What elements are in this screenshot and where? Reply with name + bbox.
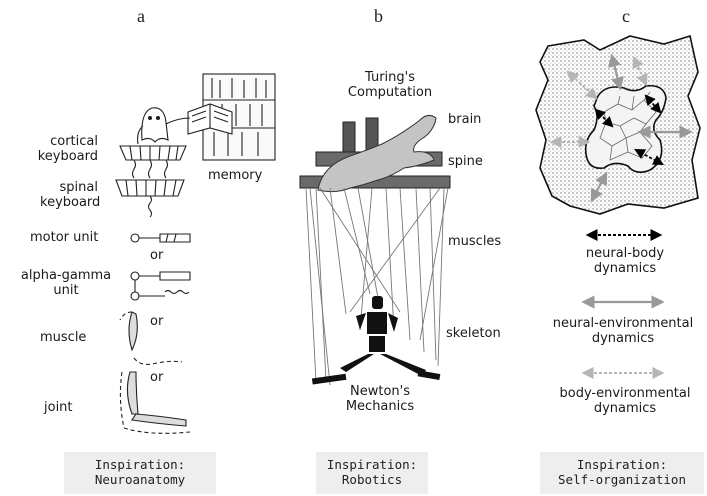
inspiration-box-a: Inspiration: Neuroanatomy [64,452,216,494]
homunculus-icon [138,108,190,144]
label-newtons-mechanics: Newton's Mechanics [340,384,420,414]
inspiration-heading: Inspiration: [316,457,428,472]
label-line: neural-body [570,246,680,261]
alpha-gamma-unit-icon [131,272,190,300]
memory-bookshelf-icon [188,74,275,160]
label-line: dynamics [552,401,698,416]
inspiration-value: Neuroanatomy [64,472,216,487]
label-line: cortical [32,134,98,149]
label-motor-unit: motor unit [30,230,98,245]
panel-a-drawing [116,74,275,433]
label-turings-computation: Turing's Computation [340,70,440,100]
marionette-strings [306,188,448,385]
label-line: dynamics [570,261,680,276]
panel-b-letter: b [374,6,383,27]
inspiration-box-c: Inspiration: Self-organization [540,452,704,494]
label-memory: memory [208,168,262,183]
label-joint: joint [44,400,73,415]
label-line: dynamics [548,331,698,346]
label-or-1: or [150,248,163,263]
label-line: body-environmental [552,386,698,401]
inspiration-box-b: Inspiration: Robotics [316,452,428,494]
label-spine: spine [448,154,483,169]
label-alpha-gamma-unit: alpha-gamma unit [18,268,114,298]
inspiration-heading: Inspiration: [540,457,704,472]
label-line: spinal [40,180,98,195]
label-muscle: muscle [40,330,86,345]
label-line: Computation [340,85,440,100]
label-line: unit [18,283,114,298]
legend-neural-environmental-label: neural-environmental dynamics [548,316,698,346]
panel-c-letter: c [622,6,630,27]
inspiration-value: Self-organization [540,472,704,487]
label-line: Mechanics [340,399,420,414]
label-line: keyboard [40,195,98,210]
legend-neural-body-label: neural-body dynamics [570,246,680,276]
label-muscles: muscles [448,234,501,249]
label-line: Newton's [340,384,420,399]
inspiration-heading: Inspiration: [64,457,216,472]
puppet-skeleton-icon [312,296,440,384]
spinal-keyboard-icon [116,180,184,217]
label-line: keyboard [32,149,98,164]
label-or-2: or [150,314,163,329]
cortical-keyboard-icon [120,146,186,178]
label-spinal-keyboard: spinal keyboard [40,180,98,210]
label-line: Turing's [340,70,440,85]
label-skeleton: skeleton [446,326,501,341]
panel-a-letter: a [137,6,145,27]
label-line: alpha-gamma [18,268,114,283]
panel-b-drawing [300,115,450,385]
label-or-3: or [150,370,163,385]
inspiration-value: Robotics [316,472,428,487]
motor-unit-icon [131,234,190,242]
label-cortical-keyboard: cortical keyboard [32,134,98,164]
label-line: neural-environmental [548,316,698,331]
legend-body-environmental-label: body-environmental dynamics [552,386,698,416]
label-brain: brain [448,112,481,127]
